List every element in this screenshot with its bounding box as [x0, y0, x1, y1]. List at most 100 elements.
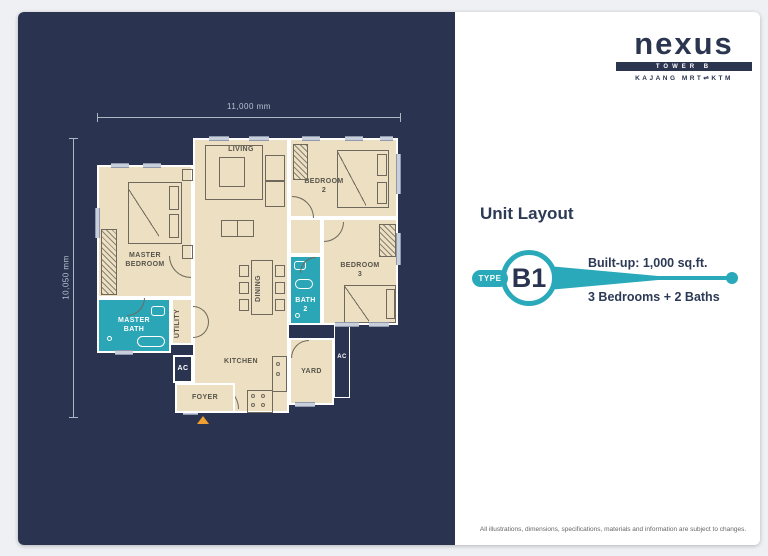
- master-bedroom-line2: BEDROOM: [125, 260, 165, 268]
- dimension-height-label: 10,050 mm: [61, 255, 71, 300]
- bedroom3-label: BEDROOM 3: [324, 262, 396, 280]
- dining-chair: [239, 282, 249, 294]
- floor-plan: LIVING KITCHEN DINING: [95, 136, 401, 430]
- stove: [247, 390, 273, 413]
- window: [369, 322, 389, 327]
- dimension-width-label: 11,000 mm: [227, 102, 271, 111]
- dimension-tick: [69, 138, 78, 139]
- dining-chair: [275, 282, 285, 294]
- config-text: 3 Bedrooms + 2 Baths: [588, 290, 720, 304]
- stove-burner: [251, 403, 255, 407]
- dimension-tick: [400, 113, 401, 122]
- room-utility: UTILITY: [171, 298, 193, 345]
- shower-head: [107, 336, 112, 341]
- type-badge: TYPE: [472, 270, 508, 287]
- bed-fold-line: [338, 151, 366, 207]
- bath2-label: BATH 2: [291, 297, 320, 315]
- bath2-line2: 2: [303, 305, 308, 313]
- ac-ledge-right: AC: [334, 325, 350, 398]
- disclaimer-text: All illustrations, dimensions, specifica…: [479, 526, 747, 533]
- window: [335, 322, 359, 327]
- window: [143, 163, 161, 168]
- pillow: [377, 182, 387, 204]
- window: [396, 233, 401, 265]
- bathtub: [137, 336, 165, 347]
- bedroom2-label: BEDROOM 2: [295, 178, 353, 196]
- bedroom2-line2: 2: [321, 186, 327, 194]
- brand-tagline: KAJANG MRT⇌KTM: [635, 75, 733, 82]
- pillow: [386, 289, 395, 319]
- kitchen-label: KITCHEN: [224, 358, 258, 365]
- room-living-dining-kitchen: LIVING KITCHEN DINING: [193, 138, 289, 413]
- armchair: [265, 155, 285, 181]
- dimension-tick: [97, 113, 98, 122]
- bed-fold-line: [345, 286, 369, 322]
- floorplan-panel: 11,000 mm 10,050 mm LIVING KITCHEN: [18, 12, 455, 545]
- living-label: LIVING: [228, 146, 254, 153]
- ac-label: AC: [177, 365, 189, 372]
- dining-label: DINING: [254, 275, 262, 302]
- dining-chair: [275, 299, 285, 311]
- pillow: [377, 154, 387, 176]
- type-circle: B1: [501, 250, 557, 306]
- master-bedroom-label: MASTER BEDROOM: [99, 252, 191, 270]
- hallway: [289, 218, 322, 255]
- dining-chair: [275, 265, 285, 277]
- type-ribbon: [548, 266, 738, 290]
- shower-head: [295, 313, 300, 318]
- sofa: [205, 145, 263, 200]
- dimension-tick: [69, 417, 78, 418]
- master-bed: [128, 182, 182, 244]
- room-master-bedroom: MASTER BEDROOM: [97, 165, 193, 298]
- sink-basin: [276, 372, 280, 376]
- master-bath-label: MASTER BATH: [99, 317, 169, 335]
- bedroom3-line2: 3: [357, 270, 363, 278]
- ac-label: AC: [337, 354, 347, 360]
- dimension-height-line: [73, 138, 74, 418]
- yard-label: YARD: [301, 368, 322, 375]
- foyer-label: FOYER: [191, 394, 219, 401]
- window: [111, 163, 129, 168]
- window: [115, 350, 133, 355]
- kitchen-counter: [272, 356, 287, 392]
- pillow: [169, 214, 179, 238]
- bedroom2-bed: [337, 150, 389, 208]
- window: [209, 136, 229, 141]
- brochure-card: 11,000 mm 10,050 mm LIVING KITCHEN: [18, 12, 760, 545]
- built-up-text: Built-up: 1,000 sq.ft.: [588, 256, 708, 270]
- master-bedroom-line1: MASTER: [129, 252, 161, 259]
- bed-fold-line: [129, 183, 159, 243]
- nexus-logo: nexus TOWER B KAJANG MRT⇌KTM: [616, 28, 752, 82]
- sofa-cushion: [219, 157, 245, 187]
- type-code: B1: [511, 262, 547, 293]
- stove-burner: [251, 394, 255, 398]
- ac-ledge-left: AC: [173, 355, 193, 383]
- stove-burner: [261, 403, 265, 407]
- utility-label: UTILITY: [174, 308, 182, 339]
- dimension-width-line: [97, 117, 401, 118]
- master-bath-line2: BATH: [123, 325, 145, 333]
- coffee-table-divider: [237, 220, 238, 237]
- wardrobe: [293, 144, 308, 180]
- entrance-arrow-icon: [197, 416, 209, 424]
- pillow: [169, 186, 179, 210]
- toilet: [151, 306, 165, 316]
- wardrobe: [379, 224, 396, 257]
- window: [396, 154, 401, 194]
- window: [302, 136, 320, 141]
- sink-basin: [276, 362, 280, 366]
- window: [380, 136, 393, 141]
- bedroom3-line1: BEDROOM: [340, 262, 380, 269]
- window: [295, 402, 315, 407]
- info-panel: nexus TOWER B KAJANG MRT⇌KTM Unit Layout…: [455, 12, 760, 545]
- tower-label: TOWER B: [616, 62, 752, 71]
- nightstand: [182, 169, 193, 181]
- dining-table: DINING: [251, 260, 273, 315]
- window: [95, 208, 100, 238]
- bath2-line1: BATH: [295, 297, 316, 304]
- bedroom2-line1: BEDROOM: [304, 178, 344, 185]
- logo-wordmark: nexus: [634, 26, 734, 61]
- window: [345, 136, 363, 141]
- dining-chair: [239, 265, 249, 277]
- stove-burner: [261, 394, 265, 398]
